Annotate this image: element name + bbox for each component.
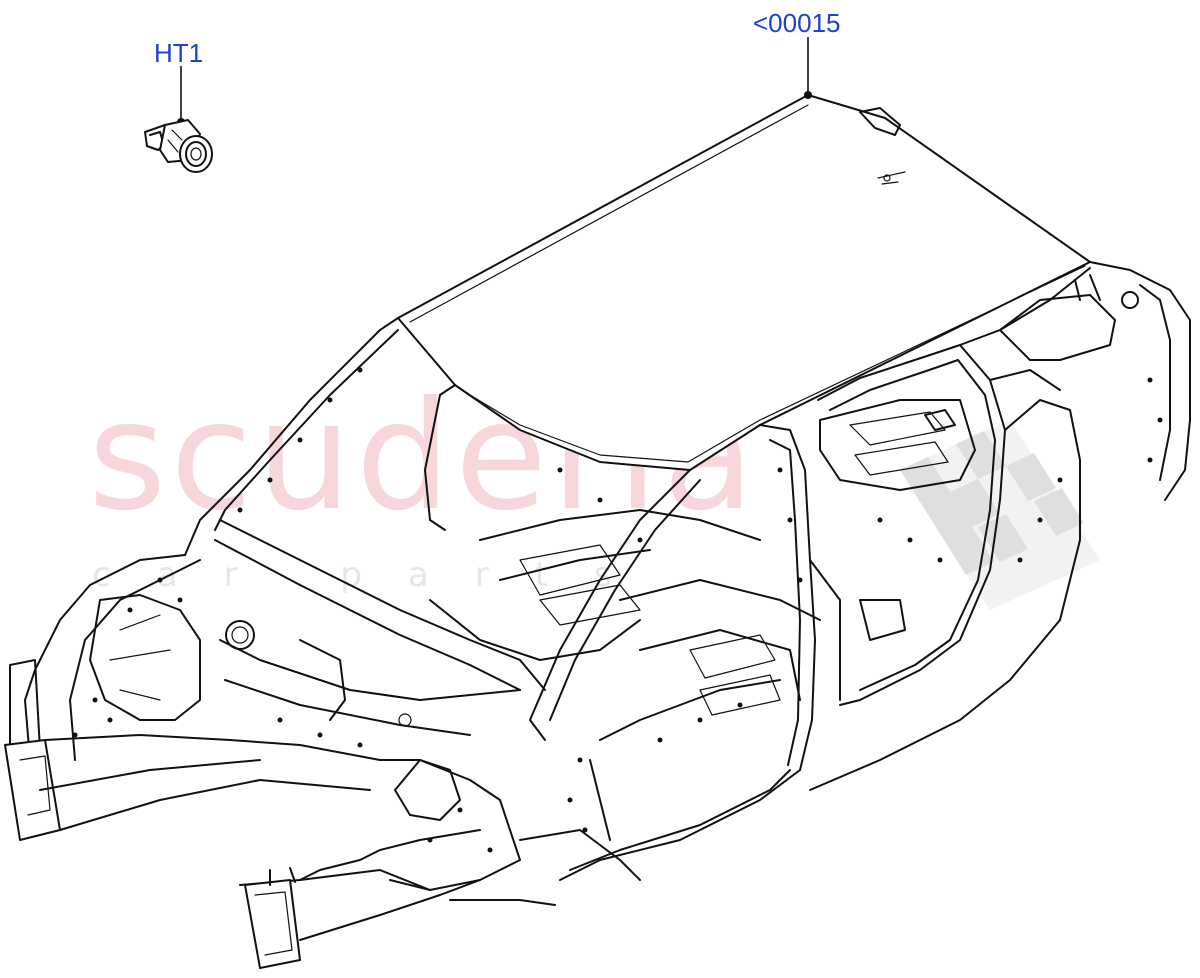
callout-ht1[interactable]: HT1 [154, 38, 204, 68]
blanking-plug-icon[interactable] [144, 119, 213, 173]
leader-roof [804, 37, 812, 99]
rear-door-aperture [809, 267, 1091, 791]
rear-quarter-panel [999, 261, 1191, 501]
front-bulkhead [24, 554, 521, 801]
leader-plug [177, 66, 185, 126]
fastener-holes [72, 367, 1163, 853]
floor-pan [429, 399, 976, 906]
front-left-chassis-leg [4, 659, 381, 841]
front-right-chassis-leg [239, 759, 521, 969]
roof-panel[interactable] [397, 94, 1091, 471]
front-door-aperture [529, 424, 816, 881]
checkered-flag-icon [900, 420, 1100, 610]
windscreen-frame [184, 317, 546, 691]
callout-roof-panel[interactable]: <00015 [753, 8, 841, 38]
